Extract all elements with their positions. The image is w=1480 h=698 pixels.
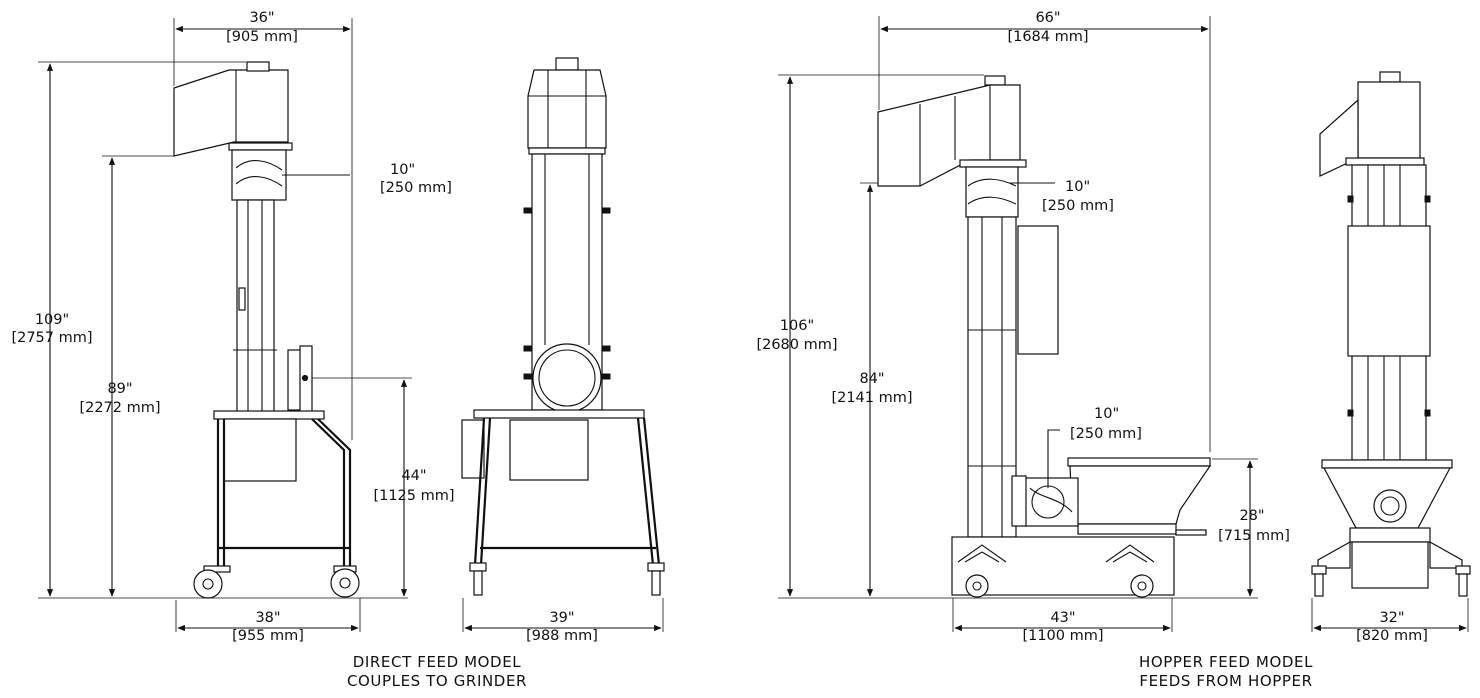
dim-109-mm: [2757 mm] — [11, 330, 92, 346]
caption-hopper-line1: HOPPER FEED MODEL — [1139, 653, 1313, 671]
dim-109-in: 109" — [35, 312, 69, 328]
hopper-feed-side-view: 66" [1684 mm] 106" [2680 mm] 84" [2141 m… — [756, 10, 1289, 644]
dim-89-in: 89" — [107, 381, 132, 397]
dim-28-mm: [715 mm] — [1218, 528, 1290, 544]
dim-10b-in: 10" — [1065, 179, 1090, 195]
dim-106-in: 106" — [780, 318, 814, 334]
dim-10a-in: 10" — [390, 162, 415, 178]
hopper-feed-front-view: 32" [820 mm] — [1311, 71, 1471, 644]
dim-44-in: 44" — [401, 468, 426, 484]
dim-39-mm: [988 mm] — [526, 628, 598, 644]
dim-38-in: 38" — [255, 610, 280, 626]
dim-66-mm: [1684 mm] — [1007, 29, 1088, 45]
dim-28-in: 28" — [1239, 508, 1264, 524]
dim-66-in: 66" — [1035, 10, 1060, 26]
caption-direct-line1: DIRECT FEED MODEL — [353, 653, 522, 671]
dim-39-in: 39" — [549, 610, 574, 626]
dim-36-in: 36" — [249, 10, 274, 26]
dim-43-in: 43" — [1050, 610, 1075, 626]
caption-direct-line2: COUPLES TO GRINDER — [347, 672, 527, 690]
dim-10c-in: 10" — [1094, 406, 1119, 422]
dim-10a-mm: [250 mm] — [380, 180, 452, 196]
dim-43-mm: [1100 mm] — [1022, 628, 1103, 644]
dim-84-in: 84" — [859, 371, 884, 387]
dim-10c-mm: [250 mm] — [1070, 426, 1142, 442]
dim-106-mm: [2680 mm] — [756, 337, 837, 353]
dim-89-mm: [2272 mm] — [79, 400, 160, 416]
dim-32-in: 32" — [1379, 610, 1404, 626]
dim-10b-mm: [250 mm] — [1042, 198, 1114, 214]
dim-38-mm: [955 mm] — [232, 628, 304, 644]
dim-36-mm: [905 mm] — [226, 29, 298, 45]
dim-32-mm: [820 mm] — [1356, 628, 1428, 644]
direct-feed-front-view: 39" [988 mm] — [461, 57, 665, 644]
dim-44-mm: [1125 mm] — [373, 488, 454, 504]
dim-84-mm: [2141 mm] — [831, 390, 912, 406]
direct-feed-side-view: 36" [905 mm] 109" [2757 mm] 89" [2272 mm… — [11, 10, 454, 644]
caption-hopper-line2: FEEDS FROM HOPPER — [1139, 672, 1312, 690]
